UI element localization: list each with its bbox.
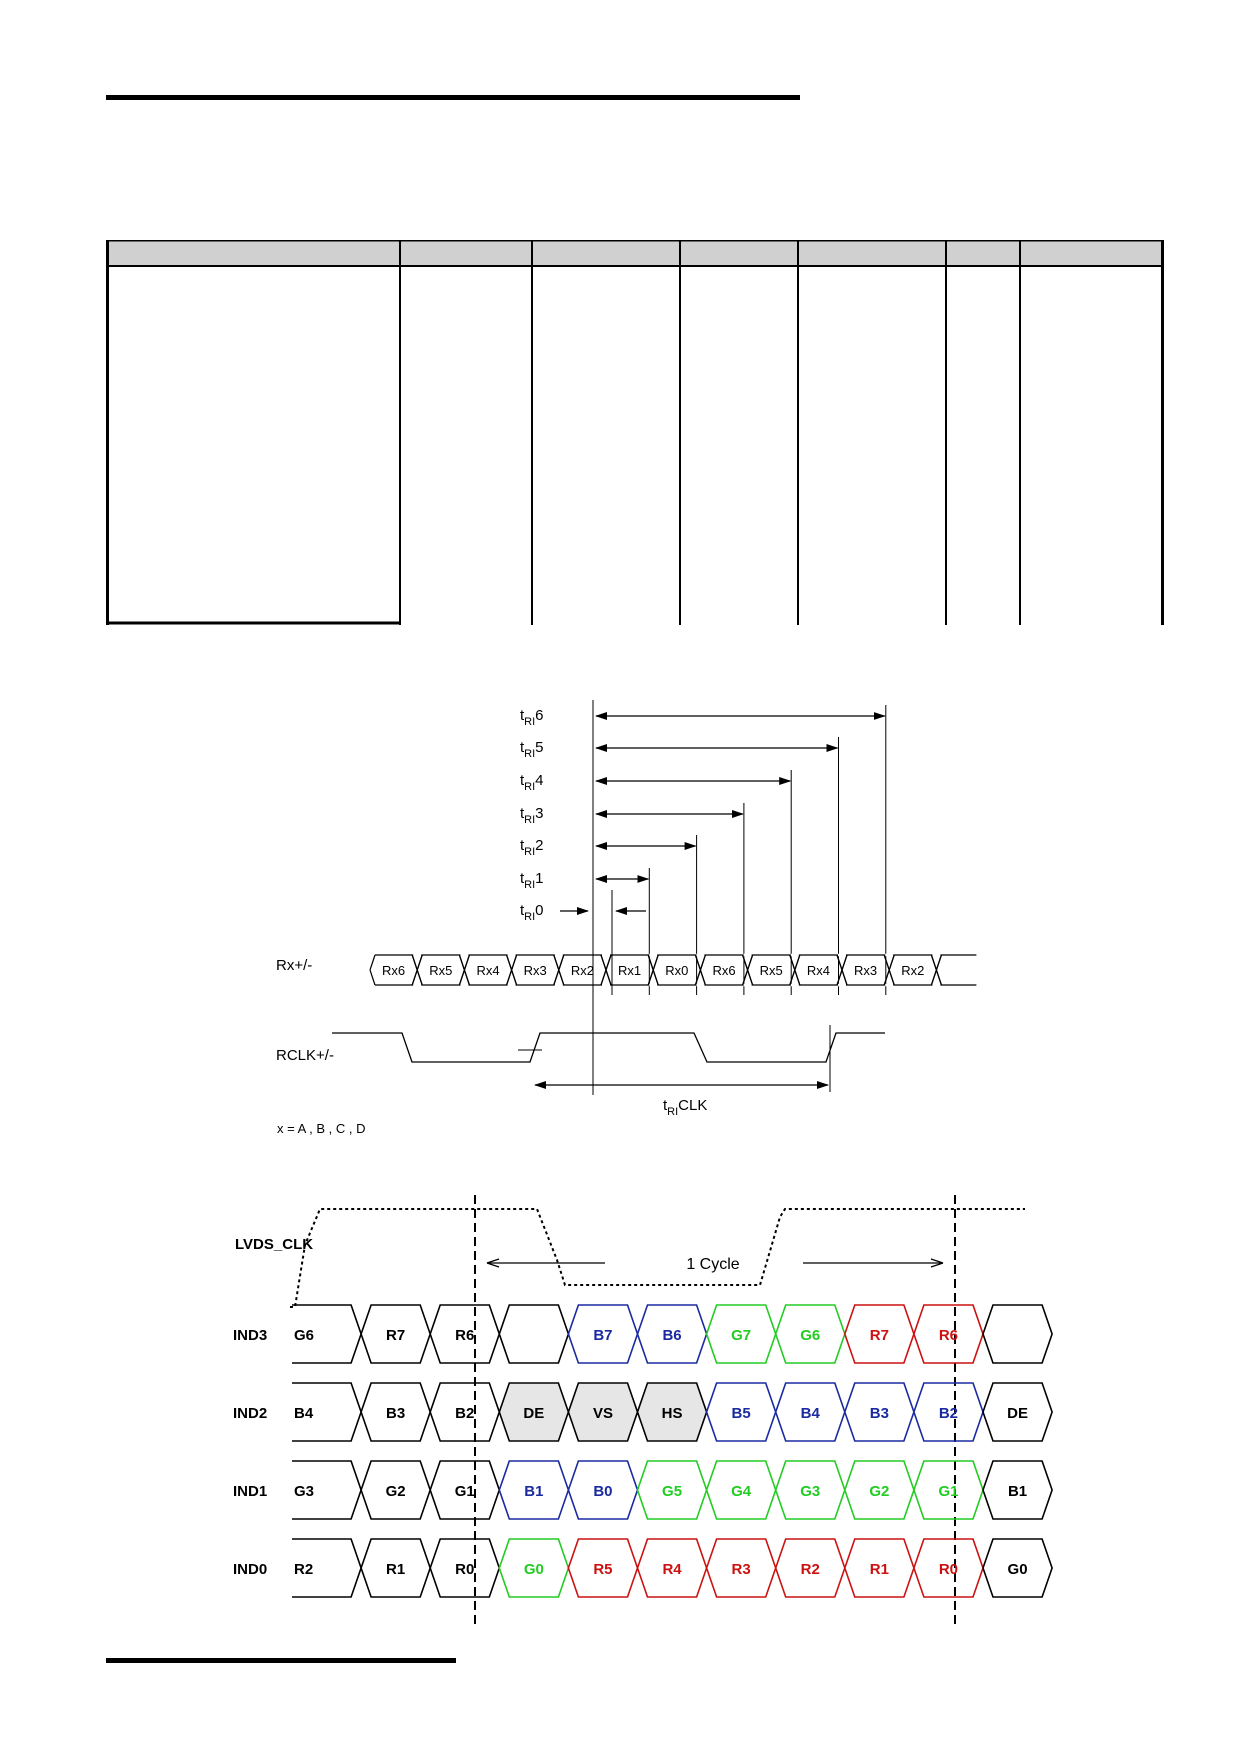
cell-label: R1: [386, 1561, 405, 1578]
lvds-clk-label: LVDS_CLK: [235, 1236, 313, 1253]
cell-label: B0: [593, 1483, 612, 1500]
cell-label: G3: [294, 1483, 314, 1500]
lvds-row-ind0: IND0 R2 R1 R0 G0 R5 R4 R3 R2 R1 R0 G0: [233, 1538, 1053, 1598]
cell-label: G2: [869, 1483, 889, 1500]
rx-bit-label: Rx1: [618, 963, 641, 978]
cell-label: G1: [938, 1483, 958, 1500]
lvds-clk-line: [290, 1208, 1025, 1308]
rx-bit-label: Rx2: [901, 963, 924, 978]
cell-label: B2: [939, 1405, 958, 1422]
cycle-arrow: [486, 1258, 944, 1268]
rx-bit-label: Rx4: [476, 963, 499, 978]
cell-label: G1: [455, 1483, 475, 1500]
t-param-label: tRI3: [520, 805, 544, 826]
cell-label: R3: [732, 1561, 751, 1578]
rx-bit-label: Rx3: [524, 963, 547, 978]
data-cell: [498, 1304, 570, 1364]
cell-label: HS: [662, 1405, 683, 1422]
clk-period-label: tRICLK: [663, 1097, 707, 1118]
spec-table: [106, 240, 1164, 625]
rx-bit-label: Rx0: [665, 963, 688, 978]
t-param-label: tRI0: [520, 902, 544, 923]
rx-transition: [369, 954, 376, 986]
rx-bit-label: Rx2: [571, 963, 594, 978]
timing-arrows: [560, 700, 887, 1095]
cell-label: DE: [523, 1405, 544, 1422]
cell-label: R6: [455, 1327, 474, 1344]
cell-label: R2: [294, 1561, 313, 1578]
rx-data-waveform: Rx6 Rx5 Rx4 Rx3 Rx2 Rx1 Rx0 Rx6 Rx5 Rx4 Rx3 Rx2: [366, 953, 977, 987]
cell-label: G0: [1008, 1561, 1028, 1578]
rx-bit-label: Rx3: [854, 963, 877, 978]
cell-label: G7: [731, 1327, 751, 1344]
cell-label: G4: [731, 1483, 752, 1500]
cell-label: R7: [386, 1327, 405, 1344]
row-label: IND0: [233, 1561, 267, 1578]
cell-label: B1: [524, 1483, 543, 1500]
cell-label: G0: [524, 1561, 544, 1578]
lvds-row-ind1: IND1 G3 G2 G1 B1 B0 G5 G4 G3 G2 G1 B1: [233, 1460, 1053, 1520]
cell-label: B3: [870, 1405, 889, 1422]
rclk-line: [332, 1032, 885, 1063]
rx-signal-label: Rx+/-: [276, 957, 312, 974]
cell-label: G2: [386, 1483, 406, 1500]
data-cell: [982, 1460, 1053, 1520]
timing-parameter-labels: tRI6 tRI5 tRI4 tRI3 tRI2 tRI1 tRI0: [520, 707, 544, 923]
bottom-rule: [106, 1658, 456, 1663]
lvds-row-ind3: IND3 G6 R7 R6 B7 B6 G7 G6 R7 R6: [233, 1304, 1053, 1364]
row-label: IND3: [233, 1327, 267, 1344]
cell-label: R7: [870, 1327, 889, 1344]
t-param-label: tRI5: [520, 739, 544, 760]
cell-label: G5: [662, 1483, 682, 1500]
top-rule: [106, 95, 800, 100]
rx-bit-label: Rx5: [760, 963, 783, 978]
row-label: IND2: [233, 1405, 267, 1422]
t-param-label: tRI2: [520, 837, 544, 858]
cell-label: B1: [1008, 1483, 1027, 1500]
data-cell: [982, 1304, 1053, 1364]
cell-label: B6: [662, 1327, 681, 1344]
cell-label: R6: [939, 1327, 958, 1344]
cell-label: G6: [800, 1327, 820, 1344]
cell-label: B7: [593, 1327, 612, 1344]
lvds-clk-waveform: [290, 1208, 1025, 1308]
data-cell: [982, 1538, 1053, 1598]
cell-label: B2: [455, 1405, 474, 1422]
cell-label: B3: [386, 1405, 405, 1422]
rx-bit-label: Rx5: [429, 963, 452, 978]
t-param-label: tRI6: [520, 707, 544, 728]
cycle-label: 1 Cycle: [686, 1256, 739, 1273]
cell-label: B4: [801, 1405, 821, 1422]
rx-bit-label: Rx4: [807, 963, 830, 978]
rclk-signal-label: RCLK+/-: [276, 1047, 334, 1064]
cell-label: VS: [593, 1405, 613, 1422]
lvds-row-ind2: IND2 B4 B3 B2 DE VS HS B5 B4 B3 B2 DE: [233, 1382, 1053, 1442]
cell-label: G6: [294, 1327, 314, 1344]
cell-label: R0: [455, 1561, 474, 1578]
rclk-waveform: tRICLK: [332, 1025, 885, 1118]
cell-label: B5: [732, 1405, 751, 1422]
cell-label: B4: [294, 1405, 314, 1422]
rx-bit-label: Rx6: [712, 963, 735, 978]
row-label: IND1: [233, 1483, 267, 1500]
cell-label: R1: [870, 1561, 889, 1578]
cycle-indicator: 1 Cycle: [474, 1195, 956, 1625]
cell-label: R2: [801, 1561, 820, 1578]
rx-bit-label: Rx6: [382, 963, 405, 978]
data-cell: [982, 1382, 1053, 1442]
t-param-label: tRI1: [520, 870, 544, 891]
cell-label: R0: [939, 1561, 958, 1578]
channel-note: x = A , B , C , D: [277, 1121, 366, 1136]
cell-label: R5: [593, 1561, 612, 1578]
table-header-row: [106, 240, 1164, 265]
cell-label: R4: [662, 1561, 682, 1578]
cell-label: G3: [800, 1483, 820, 1500]
t-param-label: tRI4: [520, 772, 544, 793]
cell-label: DE: [1007, 1405, 1028, 1422]
